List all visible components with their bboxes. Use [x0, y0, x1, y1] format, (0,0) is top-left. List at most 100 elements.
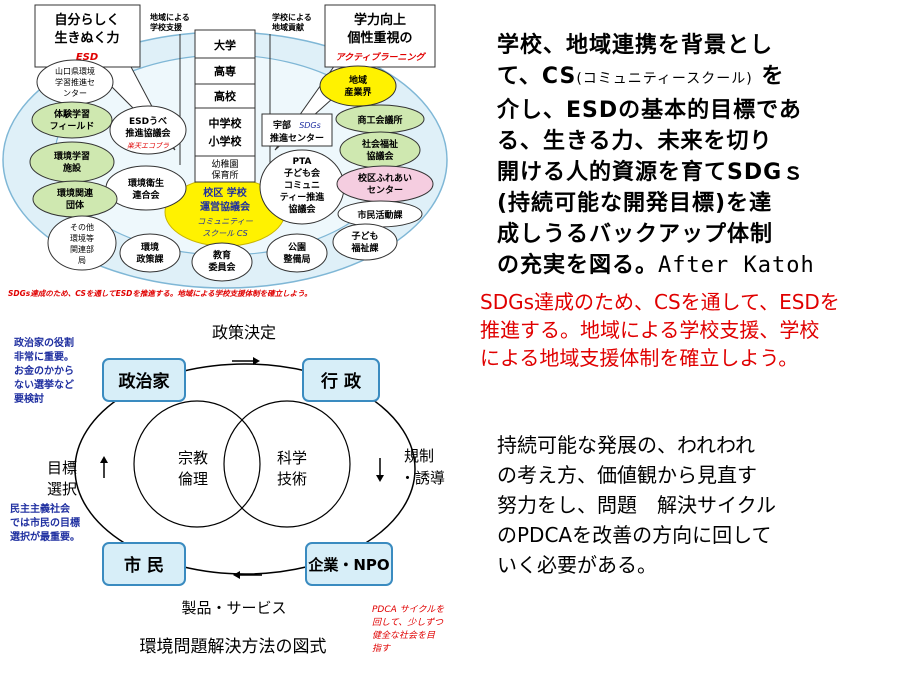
ladder-label-2: 高校	[214, 89, 237, 103]
outer-bottom-seisaku-shape	[119, 233, 181, 273]
outer-right-chiiki-l1: 産業界	[344, 86, 371, 98]
venn-left	[133, 400, 261, 528]
node-citizen-label: 市 民	[124, 555, 164, 576]
note-top-left: 政治家の役割 非常に重要。 お金のかから ない選挙など 要検討	[14, 336, 74, 405]
conclusion-line-4: のPDCAを改善の方向に回して	[497, 523, 772, 547]
callout-right-accent: アクティブラーニング	[335, 52, 426, 63]
outer-right-fureai-l1: センター	[367, 184, 403, 196]
ladder-kinder	[194, 155, 256, 183]
conclusion-line-1: 持続可能な発展の、われわれ	[497, 433, 755, 457]
outer-left-sonota-l3: 局	[78, 256, 86, 265]
node-politician: 政治家	[102, 358, 186, 402]
red-statement-line-1: SDGs達成のため、CSを通して、ESDを	[480, 290, 840, 314]
outer-right-kodomo-l1: 福祉課	[350, 242, 379, 254]
outer-right-fureai: 校区ふれあい センター	[336, 165, 434, 203]
inner-right-top-line1: 宇部	[273, 119, 291, 131]
node-government-box	[302, 358, 380, 402]
outer-bottom-koen: 公園 整備局	[266, 233, 328, 273]
node-citizen-box	[102, 542, 186, 586]
inner-left-line2: 推進協議会	[125, 127, 171, 139]
summary-line-2c: を	[752, 64, 785, 89]
summary-line-2b: (コミュニティースクール)	[576, 71, 753, 87]
outer-bottom-seisaku-l1: 政策課	[136, 253, 164, 265]
center-line2: 運営協議会	[200, 200, 250, 213]
note-bottom-left-2: 選択が最重要。	[10, 530, 80, 543]
outer-bottom-kyoiku: 教育 委員会	[191, 242, 253, 282]
conclusion-line-3: 努力をし、問題 解決サイクル	[497, 493, 776, 517]
tag-left-2: 学校支援	[150, 22, 183, 32]
arrow-down-icon	[376, 458, 384, 482]
conclusion-line-5: いく必要がある。	[497, 553, 657, 577]
school-ladder: 大学 高専 高校 中学校 小学校 幼稚園 保育所	[194, 29, 256, 183]
summary-line-6: (持続可能な開発目標)を達	[497, 191, 773, 216]
edge-left-label1: 目標	[47, 459, 77, 477]
summary-line-4: る、生きる力、未来を切り	[497, 129, 773, 154]
cycle-ellipse	[74, 363, 416, 575]
outer-right-fureai-shape	[336, 165, 434, 203]
center-line3: コミュニティー	[197, 217, 254, 226]
outer-left-taiken-l1: フィールド	[50, 121, 95, 132]
note-bottom-left-1: では市民の目標	[10, 516, 80, 529]
outer-left-yamaguchi: 山口県環境 学習推進セ ンター	[36, 59, 114, 105]
outer-left-yamaguchi-l2: ンター	[63, 89, 87, 98]
outer-bottom-kyoiku-shape	[191, 242, 253, 282]
node-government: 行 政	[302, 358, 380, 402]
outer-left-dantai: 環境関連 団体	[32, 180, 118, 218]
outer-bottom-kyoiku-l1: 委員会	[207, 261, 236, 273]
cycle-title: 環境問題解決方法の図式	[140, 637, 327, 657]
edge-bottom-label: 製品・サービス	[181, 599, 286, 617]
callout-left-box	[34, 4, 141, 68]
outer-right-kodomo-shape	[332, 223, 398, 261]
inner-right-line3: コミュニ	[284, 180, 320, 191]
node-politician-box	[102, 358, 186, 402]
outer-right-shakai-l0: 社会福祉	[361, 138, 398, 150]
center-line1: 校区 学校	[203, 186, 247, 199]
outer-right-shimin-l0: 市民活動課	[357, 209, 403, 221]
summary-line-1: 学校、地域連携を背景とし	[497, 33, 774, 58]
summary-line-8a: の充実を図る。	[497, 253, 659, 278]
inner-left-shape	[109, 105, 187, 155]
ladder-label-4: 小学校	[208, 134, 243, 148]
arrow-up-icon	[100, 456, 108, 478]
inner-left2: 環境衛生 連合会	[105, 165, 187, 211]
outer-left-dantai-l0: 環境関連	[57, 187, 94, 199]
inner-left2-line1: 環境衛生	[128, 177, 164, 189]
ladder-middle	[194, 107, 256, 157]
outer-bottom-kyoiku-l0: 教育	[212, 249, 231, 261]
inner-right-line1: PTA	[292, 157, 311, 167]
outer-right-shoko-l0: 商工会議所	[357, 114, 402, 126]
edge-top-label: 政策決定	[212, 323, 276, 342]
note-bottom-right: PDCA サイクルを 回して、少しずつ 健全な社会を目 指す	[372, 604, 444, 654]
outer-left-shisetsu: 環境学習 施設	[29, 141, 115, 183]
outer-bottom-seisaku-l0: 環境	[141, 241, 159, 253]
note-top-left-2: お金のかから	[14, 364, 74, 377]
note-bottom-left-0: 民主主義社会	[10, 502, 70, 515]
arrow-right-icon	[232, 357, 260, 365]
outer-left-yamaguchi-l1: 学習推進セ	[55, 77, 95, 87]
callout-right-line2: 個性重視の	[346, 30, 412, 46]
top-diagram: 大学 高専 高校 中学校 小学校 幼稚園 保育所 地域による 学校支援 学校によ…	[2, 4, 448, 298]
callout-left-line2: 生きぬく力	[54, 30, 119, 46]
outer-left-sonota-l2: 関連部	[70, 244, 94, 254]
top-diagram-caption: SDGs達成のため、CSを通してESDを推進する。地域による学校支援体制を確立し…	[8, 289, 312, 298]
outer-left-sonota-l1: 環境等	[70, 233, 94, 243]
outer-right-fureai-l0: 校区ふれあい	[358, 172, 412, 184]
node-citizen: 市 民	[102, 542, 186, 586]
inner-left-accent: 楽天エコブラ	[127, 142, 169, 150]
ladder-label-0: 大学	[214, 38, 236, 52]
inner-right-line4: ティー推進	[280, 191, 325, 203]
inner-left2-line2: 連合会	[132, 189, 160, 201]
inner-right-line2: 子ども会	[284, 167, 321, 179]
note-top-left-4: 要検討	[14, 392, 44, 405]
summary-line-3: 介し、ESDの基本的目標であ	[497, 98, 802, 123]
inner-right: PTA 子ども会 コミュニ ティー推進 協議会	[259, 149, 345, 225]
tag-right-1: 学校による	[272, 12, 312, 22]
outer-right-kodomo: 子ども 福祉課	[332, 223, 398, 261]
node-company: 企業・NPO	[305, 542, 393, 586]
outer-left-taiken: 体験学習 フィールド	[31, 101, 113, 139]
callout-right-line1: 学力向上	[354, 12, 406, 28]
outer-left-dantai-l1: 団体	[66, 199, 85, 211]
node-company-box	[305, 542, 393, 586]
callout-left-accent: ESD	[76, 52, 98, 63]
summary-line-7: 成しうるバックアップ体制	[497, 222, 774, 247]
